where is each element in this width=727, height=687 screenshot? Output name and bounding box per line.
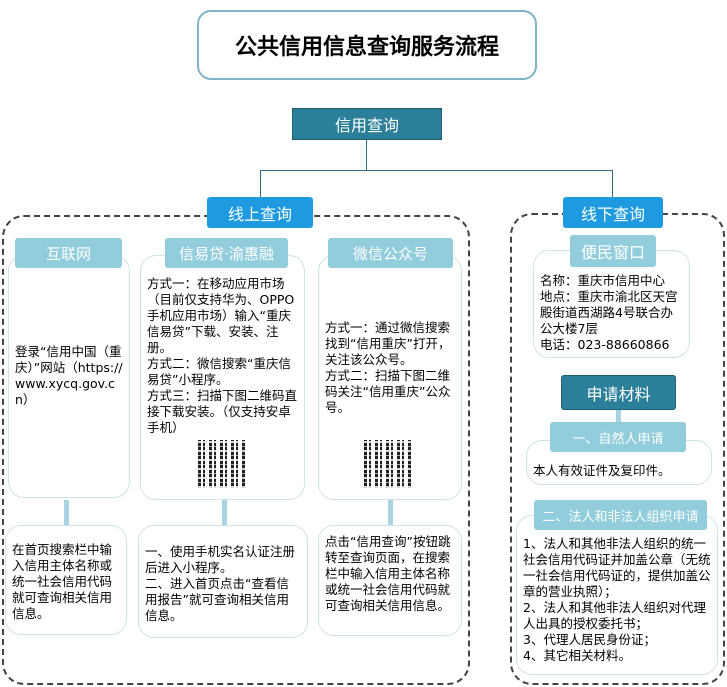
- internet-box: 登录“信用中国（重庆）”网站（https://www.xycq.gov.cn）: [8, 255, 130, 498]
- connector: [612, 170, 613, 198]
- connector: [366, 140, 367, 170]
- arrow-down-icon: [388, 500, 393, 525]
- page-title: 公共信用信息查询服务流程: [197, 10, 537, 80]
- credit-query-node: 信用查询: [292, 108, 442, 140]
- connector: [260, 170, 261, 198]
- legal-entity-box: 1、法人和其他非法人组织的统一社会信用代码证并加盖公章（无统一社会信用代码证的，…: [516, 515, 718, 675]
- internet-header: 互联网: [15, 238, 122, 268]
- wechat-header: 微信公众号: [328, 238, 453, 268]
- service-window-header: 便民窗口: [570, 235, 656, 267]
- xinyidai-header: 信易贷·渝惠融: [165, 238, 288, 268]
- wechat-result-box: 点击“信用查询”按钮跳转至查询页面，在搜索栏中输入信用主体名称或统一社会信用代码…: [318, 525, 462, 636]
- arrow-down-icon: [64, 500, 69, 525]
- online-query-node: 线上查询: [207, 197, 313, 228]
- legal-entity-header: 二、法人和非法人组织申请: [534, 500, 707, 530]
- qr-code-icon: [362, 438, 414, 490]
- internet-result-box: 在首页搜索栏中输入信用主体名称或统一社会信用代码就可查询相关信用信息。: [5, 525, 127, 635]
- service-window-box: 名称：重庆市信用中心 地点：重庆市渝北区天宫殿街道西湖路4号联合办公大楼7层 电…: [533, 250, 690, 358]
- natural-person-header: 一、自然人申请: [550, 422, 686, 452]
- connector: [260, 170, 613, 171]
- xinyidai-result-box: 一、使用手机实名认证注册后进入小程序。 二、进入首页点击“查看信用报告”就可查询…: [138, 525, 308, 638]
- offline-query-node: 线下查询: [563, 197, 663, 228]
- arrow-down-icon: [222, 500, 227, 525]
- qr-code-icon: [196, 438, 248, 490]
- arrow-down-icon: [616, 410, 621, 424]
- materials-node: 申请材料: [561, 375, 676, 410]
